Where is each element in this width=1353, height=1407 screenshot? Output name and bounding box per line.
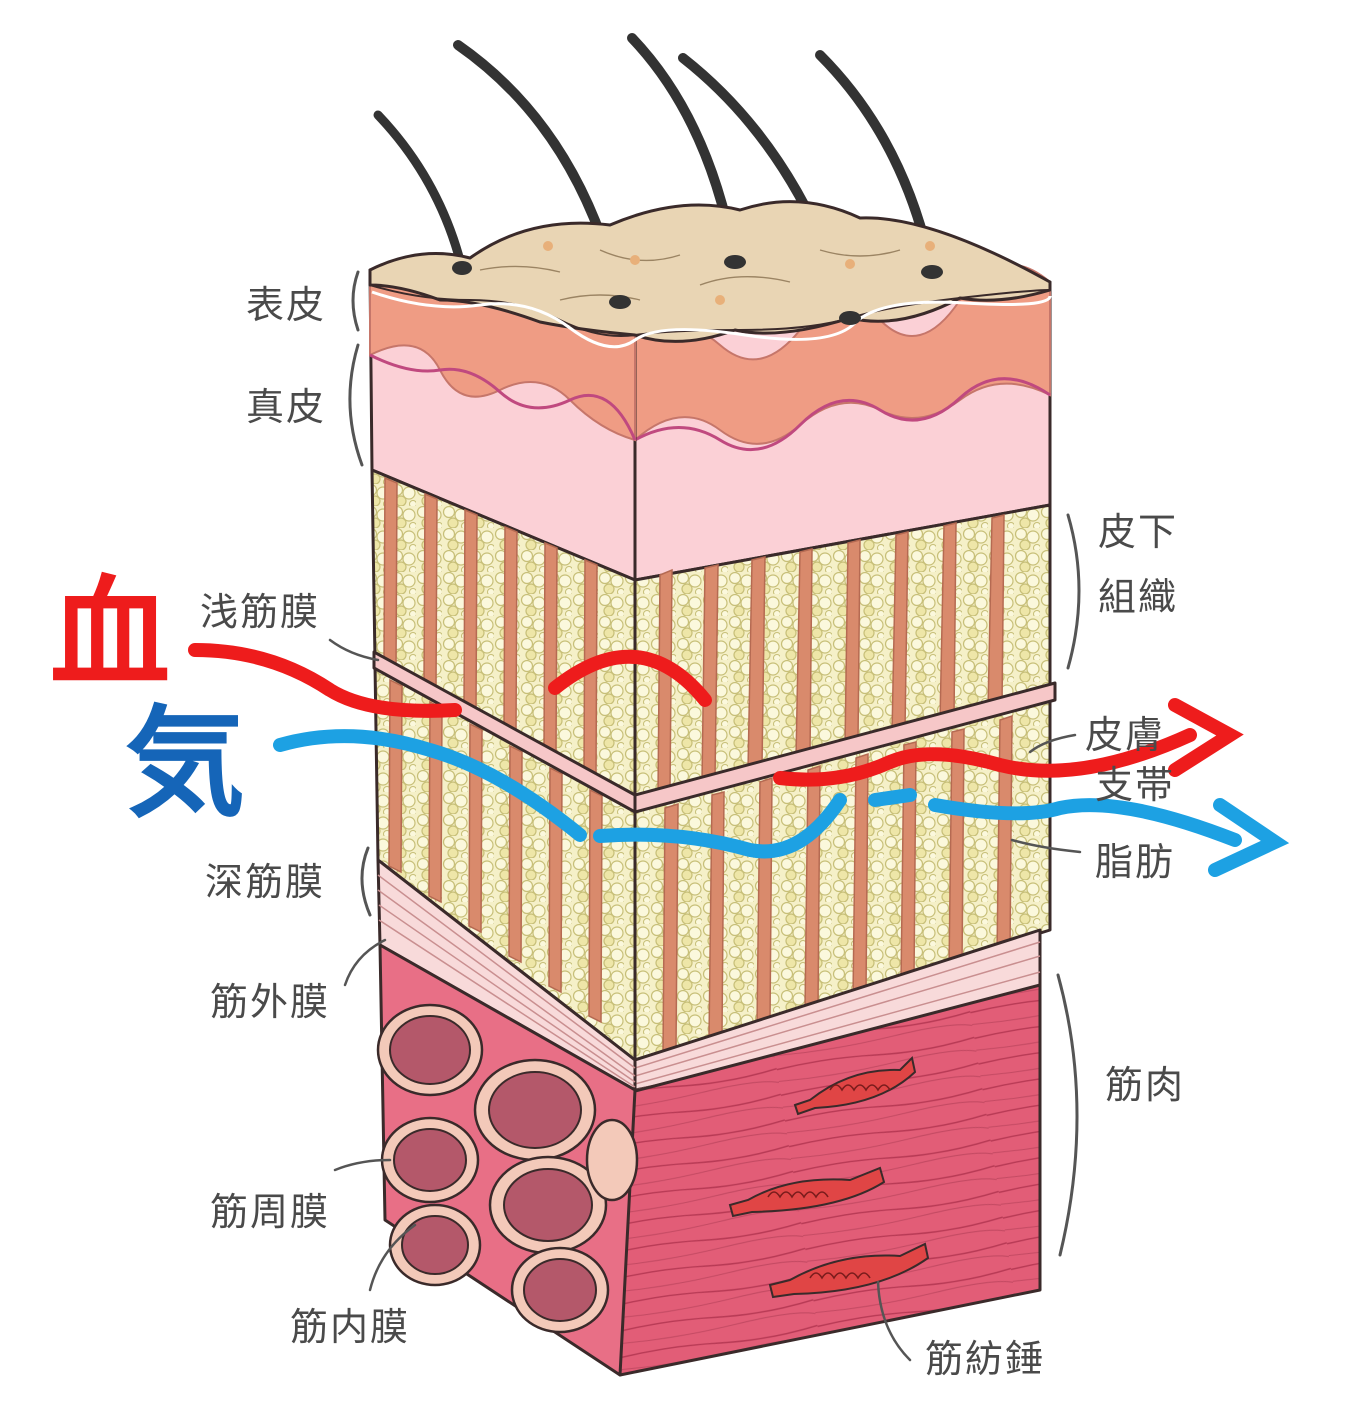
leader-epimysium bbox=[343, 938, 387, 987]
label-perimysium: 筋周膜 bbox=[210, 1190, 330, 1234]
label-deep-fascia: 深筋膜 bbox=[205, 860, 325, 904]
label-epimysium: 筋外膜 bbox=[210, 980, 330, 1024]
label-epidermis: 表皮 bbox=[246, 283, 326, 327]
qi-flow-line bbox=[273, 729, 587, 842]
label-subcutaneous-1: 皮下 bbox=[1098, 510, 1178, 554]
leader-fat bbox=[1010, 838, 1082, 854]
qi-label: 気 bbox=[125, 695, 245, 834]
label-retinaculum-2: 支帯 bbox=[1095, 763, 1175, 807]
qi-flow-line bbox=[928, 798, 1242, 847]
label-dermis: 真皮 bbox=[246, 385, 326, 429]
fascicle bbox=[488, 1155, 608, 1255]
fascicle bbox=[388, 1203, 482, 1287]
qi-flow-line bbox=[593, 793, 847, 859]
muscle-spindle bbox=[728, 1166, 886, 1218]
blood-flow-line bbox=[548, 649, 712, 707]
label-endomysium: 筋内膜 bbox=[290, 1305, 410, 1349]
qi-flow-line bbox=[868, 788, 917, 807]
blood-label: 血 bbox=[50, 565, 170, 704]
annotation-lines bbox=[328, 270, 1082, 1362]
muscle-spindles bbox=[728, 1055, 930, 1299]
brace-muscle bbox=[1056, 973, 1079, 1257]
brace-epidermis bbox=[351, 270, 360, 332]
label-superficial-fascia: 浅筋膜 bbox=[200, 590, 320, 634]
fascicle bbox=[585, 1118, 639, 1202]
muscle-fascicles bbox=[376, 1003, 639, 1334]
brace-dermis bbox=[348, 343, 364, 467]
label-subcutaneous-2: 組織 bbox=[1098, 575, 1178, 619]
fascicle bbox=[473, 1058, 597, 1162]
label-muscle: 筋肉 bbox=[1105, 1063, 1185, 1107]
label-muscle-spindle: 筋紡錘 bbox=[925, 1337, 1045, 1381]
brace-subcutaneous bbox=[1066, 513, 1081, 670]
epidermis-top bbox=[368, 200, 1052, 349]
muscle-spindle bbox=[793, 1055, 917, 1116]
hair-strand bbox=[373, 110, 467, 273]
leader-perimysium bbox=[333, 1158, 392, 1172]
qi-flow-arrowhead bbox=[1208, 798, 1290, 877]
blood-flow-line bbox=[188, 643, 462, 718]
leader-superficial-fascia bbox=[328, 638, 380, 662]
blood-flow-line bbox=[773, 728, 1197, 787]
muscle-spindle bbox=[768, 1242, 930, 1299]
leader-muscle-spindle bbox=[876, 1280, 912, 1362]
blood-flow bbox=[188, 643, 1244, 787]
label-retinaculum-1: 皮膚 bbox=[1085, 713, 1165, 757]
qi-flow bbox=[273, 729, 1290, 877]
blood-flow-arrowhead bbox=[1168, 698, 1244, 777]
leader-retinaculum bbox=[1028, 733, 1077, 754]
fascicle bbox=[510, 1246, 610, 1334]
brace-deep-fascia bbox=[360, 846, 372, 917]
fascicle bbox=[380, 1116, 480, 1204]
label-fat: 脂肪 bbox=[1095, 840, 1175, 884]
block-side-face bbox=[618, 263, 1057, 1377]
fascicle bbox=[376, 1003, 484, 1097]
leader-endomysium bbox=[368, 1223, 417, 1292]
